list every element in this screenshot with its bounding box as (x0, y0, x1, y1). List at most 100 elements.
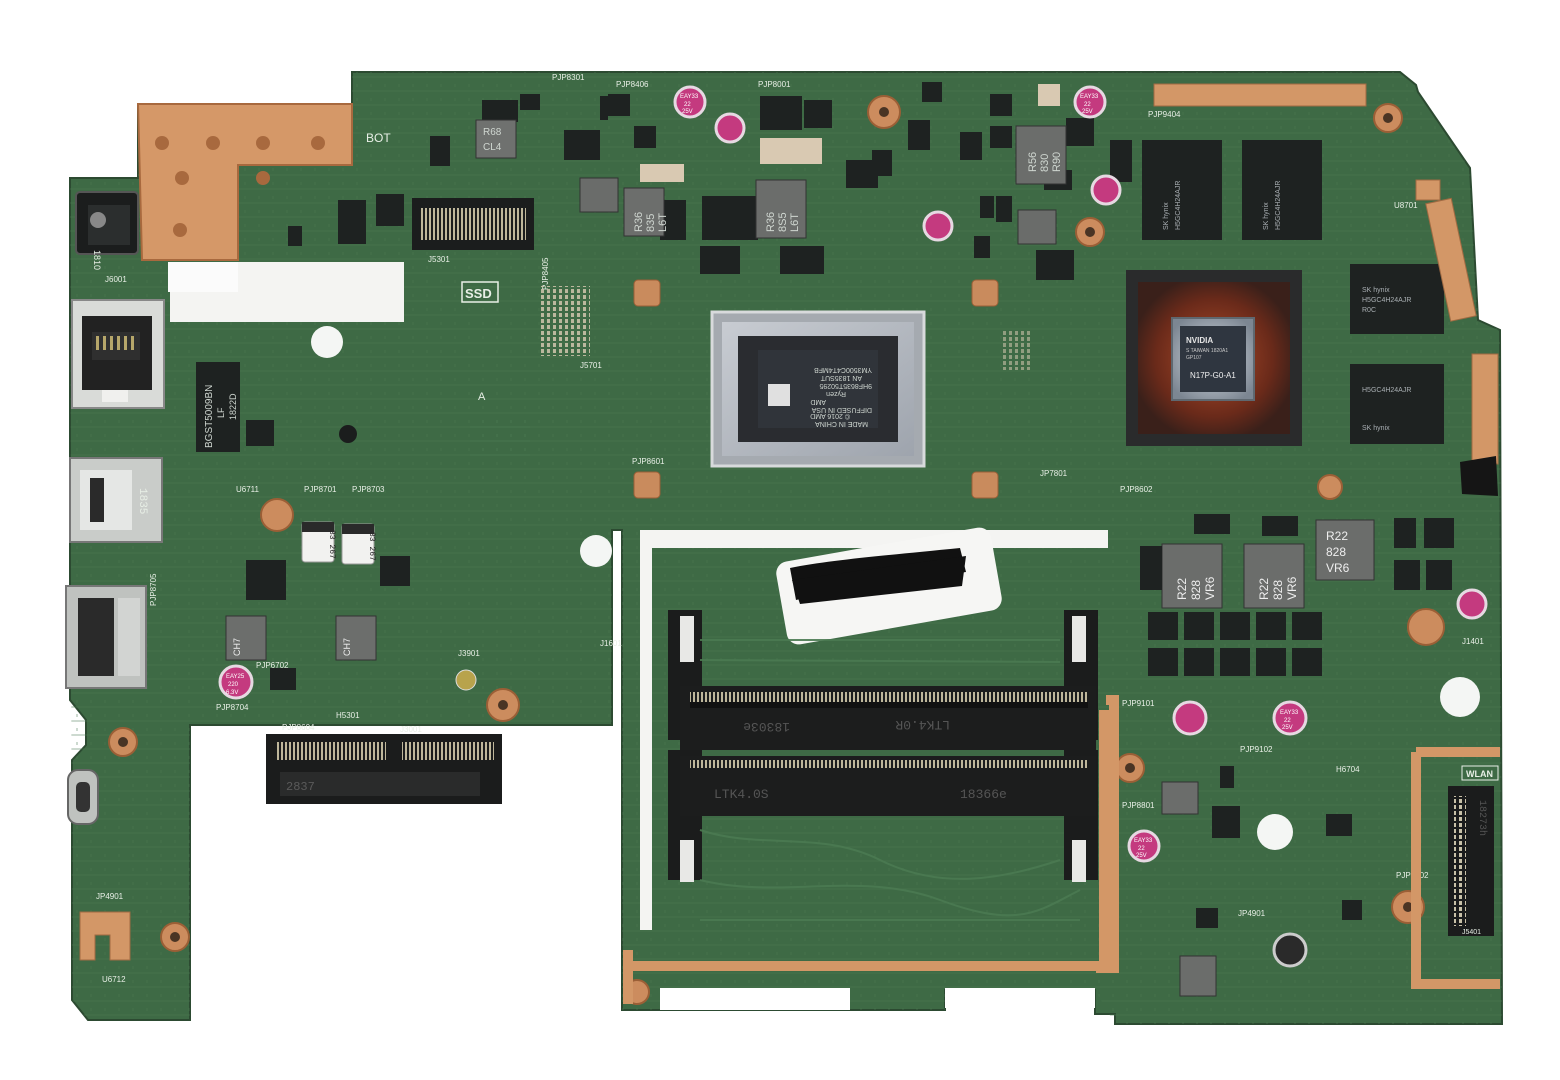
svg-text:PJP6702: PJP6702 (256, 661, 289, 670)
svg-text:J3901: J3901 (458, 649, 480, 658)
svg-text:U6711: U6711 (236, 485, 260, 494)
svg-text:PJP8801: PJP8801 (1122, 801, 1155, 810)
svg-text:BGST5009BN: BGST5009BN (204, 385, 215, 448)
svg-text:33 267: 33 267 (367, 532, 376, 561)
svg-text:22: 22 (1284, 718, 1291, 724)
usb-a-port: 1835 (69, 457, 163, 543)
antenna-copper-pad (79, 911, 131, 961)
svg-text:H5301: H5301 (336, 711, 360, 720)
svg-text:SK hynix: SK hynix (1362, 287, 1390, 294)
svg-text:S TAIWAN 1820A1: S TAIWAN 1820A1 (1186, 348, 1228, 354)
hdmi-port (65, 585, 147, 689)
svg-text:1822D: 1822D (228, 393, 238, 420)
svg-text:PJP8405: PJP8405 (541, 257, 550, 290)
svg-text:U8701: U8701 (1394, 201, 1418, 210)
svg-text:EAY25: EAY25 (226, 674, 245, 680)
dimm-slot-1: LTK4.0R 18303e (668, 610, 1098, 750)
svg-text:835: 835 (645, 214, 657, 232)
svg-text:SK hynix: SK hynix (1163, 202, 1170, 230)
svg-text:22: 22 (1084, 102, 1091, 108)
svg-text:EAY33: EAY33 (1080, 94, 1099, 100)
wlan-m2-slot: WLAN 18273h (1411, 747, 1500, 989)
svg-text:CH7: CH7 (342, 638, 352, 656)
vram-chips: SK hynix H5GC4H24AJR SK hynix H5GC4H24AJ… (1142, 140, 1444, 444)
svg-text:R56: R56 (1027, 152, 1039, 172)
svg-text:MADE IN CHINA: MADE IN CHINA (815, 420, 868, 427)
svg-text:N17P-G0-A1: N17P-G0-A1 (1190, 371, 1236, 380)
svg-text:R0C: R0C (1362, 307, 1376, 314)
svg-text:PJP8301: PJP8301 (552, 73, 585, 82)
svg-text:LTK4.0R: LTK4.0R (895, 717, 950, 732)
dimm-slot-2: LTK4.0S 18366e (668, 750, 1098, 882)
svg-text:828: 828 (1271, 580, 1285, 600)
svg-text:830: 830 (1039, 154, 1051, 172)
ssd-m2-slot: SSD (412, 198, 534, 303)
audio-jack: 1810 (75, 191, 139, 270)
svg-text:J5401: J5401 (1462, 929, 1481, 936)
svg-text:1810: 1810 (92, 250, 102, 270)
svg-text:LF: LF (216, 407, 226, 418)
nvidia-gpu: NVIDIA S TAIWAN 1820A1 GP107 N17P-G0-A1 (1126, 270, 1302, 446)
svg-text:PJP8705: PJP8705 (149, 573, 158, 606)
svg-text:PJP8601: PJP8601 (632, 457, 665, 466)
svg-text:SK hynix: SK hynix (1362, 425, 1390, 432)
lan-transformer-chip: BGST5009BN LF 1822D (196, 362, 240, 452)
svg-text:EAY33: EAY33 (1134, 838, 1153, 844)
copper-shield-plate (136, 103, 353, 261)
top-capacitors: EAY33 22 25V EAY33 22 25V (673, 85, 1122, 242)
svg-text:PJP8604: PJP8604 (282, 723, 315, 732)
usb-c-port (67, 769, 99, 825)
svg-text:L6T: L6T (789, 213, 801, 232)
svg-text:L6T: L6T (657, 213, 669, 232)
svg-text:PJP8703: PJP8703 (352, 485, 385, 494)
ethernet-port (71, 299, 165, 409)
svg-text:LTK4.0S: LTK4.0S (714, 787, 769, 802)
svg-text:VR6: VR6 (1285, 576, 1299, 600)
svg-text:H5GC4H24AJR: H5GC4H24AJR (1362, 297, 1411, 304)
vrm-inductors: R22 828 VR6 R22 828 VR6 R22 828 VR6 (1161, 519, 1375, 609)
svg-text:U6712: U6712 (102, 975, 126, 984)
svg-text:VR6: VR6 (1326, 561, 1350, 575)
svg-text:DIFFUSED IN USA: DIFFUSED IN USA (811, 406, 872, 413)
svg-text:J5701: J5701 (580, 361, 602, 370)
svg-text:8S5: 8S5 (777, 212, 789, 232)
svg-text:R36: R36 (633, 212, 645, 232)
svg-text:CL4: CL4 (483, 142, 502, 153)
amd-cpu: AMD Ryzen YM3500C4T4MFB AN 1835SUT 9HF86… (710, 310, 926, 468)
svg-text:1835: 1835 (136, 488, 148, 514)
svg-text:H6704: H6704 (1336, 765, 1360, 774)
svg-text:R22: R22 (1175, 578, 1189, 600)
svg-text:CH7: CH7 (232, 638, 242, 656)
svg-text:2837: 2837 (286, 780, 315, 794)
svg-text:JP7801: JP7801 (1040, 469, 1068, 478)
svg-text:PJP9404: PJP9404 (1148, 110, 1181, 119)
svg-text:J6001: J6001 (105, 275, 127, 284)
svg-text:J1401: J1401 (1462, 637, 1484, 646)
svg-text:EAY33: EAY33 (1280, 710, 1299, 716)
redacted-sticker (776, 527, 1002, 645)
svg-text:6.3V: 6.3V (226, 690, 238, 696)
svg-text:828: 828 (1326, 545, 1346, 559)
left-mid-components: U6711 PJP8701 PJP8703 33 267 33 267 CH7 … (149, 420, 480, 734)
svg-text:AN 1835SUT: AN 1835SUT (820, 374, 862, 381)
svg-text:18366e: 18366e (960, 787, 1007, 802)
svg-text:PJP9102: PJP9102 (1240, 745, 1273, 754)
svg-text:H5GC4H24AJR: H5GC4H24AJR (1175, 181, 1182, 230)
svg-text:PJP8001: PJP8001 (758, 80, 791, 89)
svg-text:18303e: 18303e (743, 719, 790, 734)
svg-text:JP4901: JP4901 (96, 892, 124, 901)
svg-text:© 2016 AMD: © 2016 AMD (810, 412, 850, 420)
svg-text:J1601: J1601 (600, 639, 622, 648)
svg-text:18273h: 18273h (1476, 800, 1488, 836)
svg-text:AMD: AMD (810, 398, 826, 405)
svg-text:PJP8406: PJP8406 (616, 80, 649, 89)
svg-text:PJP9101: PJP9101 (1122, 699, 1155, 708)
bot-label: BOT (366, 131, 391, 145)
svg-text:33 267: 33 267 (327, 530, 336, 559)
svg-text:VR6: VR6 (1203, 576, 1217, 600)
svg-text:828: 828 (1189, 580, 1203, 600)
svg-text:H5GC4H24AJR: H5GC4H24AJR (1275, 181, 1282, 230)
svg-text:GP107: GP107 (1186, 355, 1202, 361)
svg-text:220: 220 (228, 682, 239, 688)
top-inductors: R68 CL4 R36 835 L6T R36 8S5 L6T R56 830 … (475, 84, 1067, 245)
